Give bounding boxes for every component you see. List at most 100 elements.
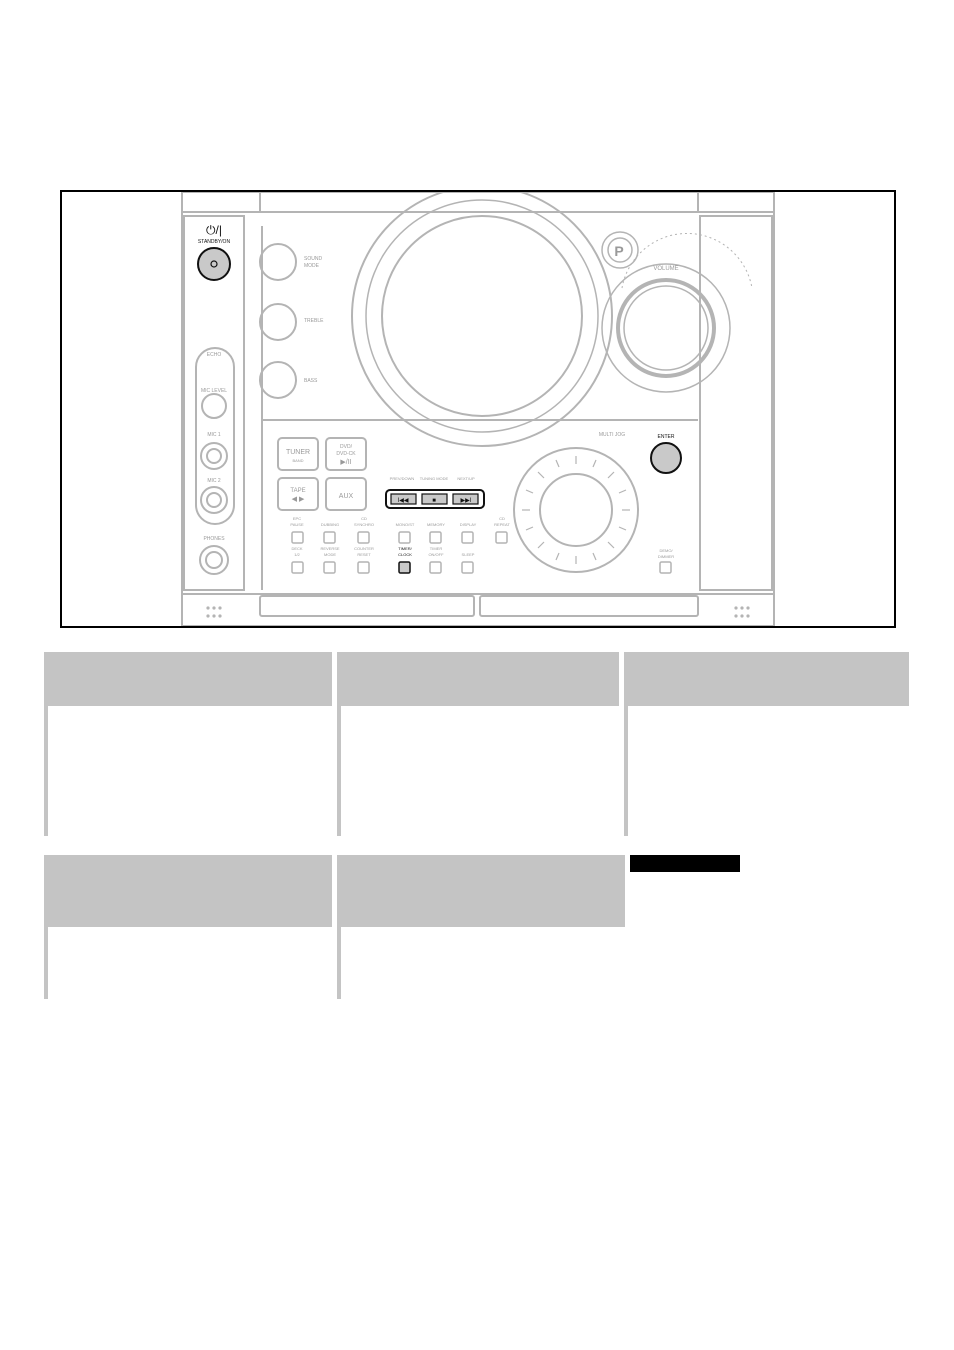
mic-level-knob[interactable] [201,393,227,419]
svg-text:MULTI JOG: MULTI JOG [599,432,625,438]
next-button[interactable] [452,493,479,505]
svg-text:DEMO/: DEMO/ [659,548,673,553]
svg-text:DIMMER: DIMMER [658,554,674,559]
step-panel-4 [44,855,332,999]
counter-reset-button[interactable] [357,561,370,574]
standby-label: STANDBY/ON [198,239,231,245]
svg-text:DISPLAY: DISPLAY [460,522,477,527]
right-side-panel [699,215,773,591]
timer-clock-button[interactable] [398,561,411,574]
enter-label: ENTER [658,434,675,440]
svg-text:BAND: BAND [292,458,303,463]
step-panel-4-header [44,855,332,927]
svg-text:TUNER: TUNER [286,449,310,456]
svg-text:DVD/: DVD/ [340,444,353,450]
step-panel-3 [624,652,909,836]
step-panel-5-header [337,855,625,927]
treble-knob[interactable] [259,303,297,341]
timer-onoff-button[interactable] [429,561,442,574]
speaker-grille-right [734,606,750,618]
svg-text:SOUND: SOUND [304,256,322,262]
tape-button[interactable] [277,477,319,511]
prev-button[interactable] [390,493,417,505]
tuner-button[interactable] [277,437,319,471]
dvd-button[interactable] [325,437,367,471]
step-panel-2 [337,652,619,836]
multi-jog-dial[interactable] [513,447,639,573]
svg-text:BASS: BASS [304,378,318,384]
svg-text:PAUSE: PAUSE [290,522,304,527]
prev-icon: I◀◀ [398,498,409,504]
svg-text:▶/II: ▶/II [340,459,351,466]
demo-dimmer-button[interactable] [659,561,672,574]
svg-text:1/2: 1/2 [294,552,300,557]
mic2-jack [200,486,228,514]
svg-text:AUX: AUX [339,493,354,500]
epc-pause-button[interactable] [291,531,304,544]
svg-text:CD: CD [499,516,505,521]
power-symbol-icon: ⏻/| [206,223,222,237]
svg-text:DVD-CK: DVD-CK [336,451,356,457]
step-panel-1-bar [44,706,48,836]
speaker-grille-left [206,606,222,618]
svg-text:MEMORY: MEMORY [427,522,445,527]
brand-logo-icon: P [614,243,623,259]
svg-text:TIMER: TIMER [430,546,443,551]
step-panel-2-header [337,652,619,706]
step-panel-4-bar [44,927,48,999]
svg-text:NEXT/UP: NEXT/UP [457,476,475,481]
enter-button[interactable] [650,442,682,474]
svg-text:SYNCHRO: SYNCHRO [354,522,374,527]
svg-text:TREBLE: TREBLE [304,318,324,324]
svg-text:ON/OFF: ON/OFF [428,552,444,557]
deck-button[interactable] [291,561,304,574]
bass-knob[interactable] [259,361,297,399]
svg-text:MIC 2: MIC 2 [207,478,221,484]
aux-button[interactable] [325,477,367,511]
device-front-panel-figure: P VOLUME ⏻/| STANDBY/ON SOUND MODE TREBL… [60,190,896,628]
step-panel-5 [337,855,625,999]
svg-text:◀ ▶: ◀ ▶ [292,496,305,503]
stop-button[interactable] [421,493,448,505]
device-illustration: P VOLUME ⏻/| STANDBY/ON SOUND MODE TREBL… [181,192,775,626]
svg-text:PREV/DOWN: PREV/DOWN [390,476,415,481]
mic1-jack [200,442,228,470]
reverse-mode-button[interactable] [323,561,336,574]
svg-text:ECHO: ECHO [207,352,222,358]
step-panel-3-header [624,652,909,706]
step-panel-1 [44,652,332,836]
svg-text:CD: CD [361,516,367,521]
svg-text:COUNTER: COUNTER [354,546,374,551]
svg-text:TAPE: TAPE [290,488,305,494]
memory-button[interactable] [429,531,442,544]
svg-text:MIC LEVEL: MIC LEVEL [201,388,227,394]
step-panel-2-bar [337,706,341,836]
standby-on-button[interactable] [197,247,231,281]
left-side-panel [183,215,245,591]
svg-text:REPEAT: REPEAT [494,522,510,527]
stop-icon: ■ [432,498,436,504]
sleep-button[interactable] [461,561,474,574]
sound-mode-knob[interactable] [259,243,297,281]
svg-text:DUBBING: DUBBING [321,522,339,527]
dubbing-button[interactable] [323,531,336,544]
display-button[interactable] [461,531,474,544]
svg-text:MIC 1: MIC 1 [207,432,221,438]
svg-text:TIMER/: TIMER/ [398,546,412,551]
svg-text:MONO/ST: MONO/ST [396,522,415,527]
volume-label: VOLUME [653,266,678,272]
cd-synchro-button[interactable] [357,531,370,544]
svg-text:REVERSE: REVERSE [320,546,339,551]
mono-st-button[interactable] [398,531,411,544]
step-panel-1-header [44,652,332,706]
svg-text:EPC: EPC [293,516,301,521]
svg-text:SLEEP: SLEEP [462,552,475,557]
svg-text:PHONES: PHONES [203,536,225,542]
cd-repeat-button[interactable] [495,531,508,544]
step-panel-5-bar [337,927,341,999]
phones-jack [199,545,229,575]
svg-text:DECK: DECK [291,546,302,551]
step-panel-3-bar [624,706,628,836]
transport-button-group[interactable] [385,489,485,509]
svg-text:RESET: RESET [357,552,371,557]
